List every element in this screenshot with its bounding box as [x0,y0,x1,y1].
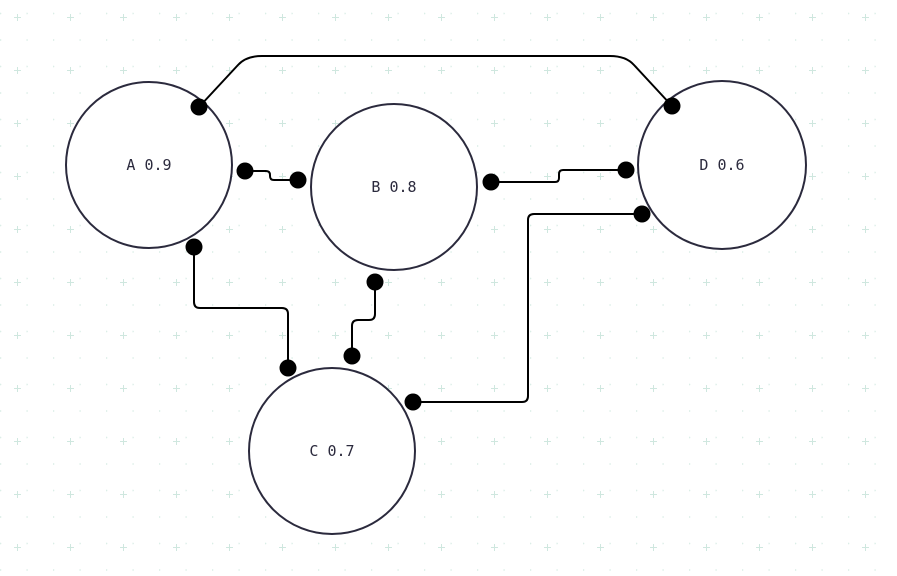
port-a-d-start[interactable] [190,98,208,116]
node-b[interactable]: B 0.8 [310,103,478,271]
node-a-circle[interactable] [65,81,233,249]
node-c[interactable]: C 0.7 [248,367,416,535]
port-b-d-end[interactable] [617,161,635,179]
port-a-b-start[interactable] [236,162,254,180]
edge-d-c[interactable] [413,213,642,403]
edge-a-c[interactable] [193,247,289,368]
edge-a-d[interactable] [198,55,673,108]
edge-b-c[interactable] [351,282,376,356]
node-d-label: D 0.6 [699,156,744,174]
port-a-c-end[interactable] [279,359,297,377]
port-a-d-end[interactable] [663,97,681,115]
port-b-d-start[interactable] [482,173,500,191]
edge-a-b[interactable] [245,170,298,181]
node-b-circle[interactable] [310,103,478,271]
edges [193,55,673,403]
ports [185,97,681,411]
node-a-label: A 0.9 [126,156,171,174]
node-a[interactable]: A 0.9 [65,81,233,249]
node-b-label: B 0.8 [371,178,416,196]
node-c-label: C 0.7 [309,442,354,460]
node-c-circle[interactable] [248,367,416,535]
node-d[interactable]: D 0.6 [637,80,807,250]
port-d-c-end[interactable] [404,393,422,411]
port-d-c-start[interactable] [633,205,651,223]
port-b-c-end[interactable] [343,347,361,365]
port-a-c-start[interactable] [185,238,203,256]
port-b-c-start[interactable] [366,273,384,291]
port-a-b-end[interactable] [289,171,307,189]
node-d-circle[interactable] [637,80,807,250]
edge-b-d[interactable] [491,169,626,183]
